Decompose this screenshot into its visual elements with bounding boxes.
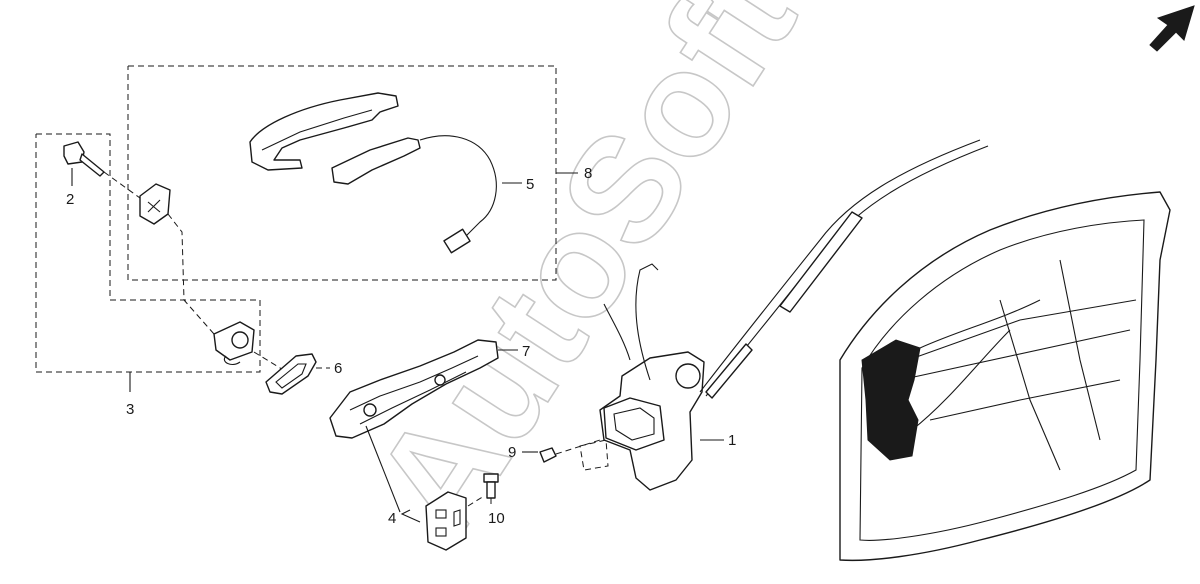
callout-8: 8 [584, 165, 592, 182]
callout-1: 1 [728, 432, 736, 449]
callout-4: 4 [388, 510, 396, 527]
key [63, 141, 105, 186]
svg-text:AutoSoft: AutoSoft [341, 0, 827, 562]
callout-9: 9 [508, 444, 516, 461]
axis-line [103, 171, 141, 199]
leader-line [400, 509, 421, 523]
striker [425, 491, 467, 551]
key-cylinder [213, 321, 255, 365]
arrow-up-right-icon [1149, 5, 1195, 52]
group-bracket-8 [127, 65, 578, 281]
gasket [265, 353, 330, 395]
callout-2: 2 [66, 191, 74, 208]
door-shell [839, 191, 1171, 562]
callout-labels: 1 2 3 4 5 6 7 8 9 10 [66, 165, 736, 527]
group-bracket-3 [35, 133, 261, 392]
control-cables [699, 139, 989, 399]
handle-bracket [329, 339, 518, 439]
callout-10: 10 [488, 510, 505, 527]
lock-actuator [579, 263, 724, 491]
key-cylinder-cap [139, 183, 171, 225]
outside-handle [249, 92, 399, 171]
callout-3: 3 [126, 401, 134, 418]
callout-7: 7 [522, 343, 530, 360]
leader-line [365, 425, 401, 513]
screw [522, 439, 601, 463]
callout-5: 5 [526, 176, 534, 193]
handle-sensor-cable [331, 135, 522, 254]
axis-line [167, 213, 215, 335]
watermark: AutoSoft [340, 0, 827, 563]
bolt [467, 473, 499, 508]
callout-6: 6 [334, 360, 342, 377]
